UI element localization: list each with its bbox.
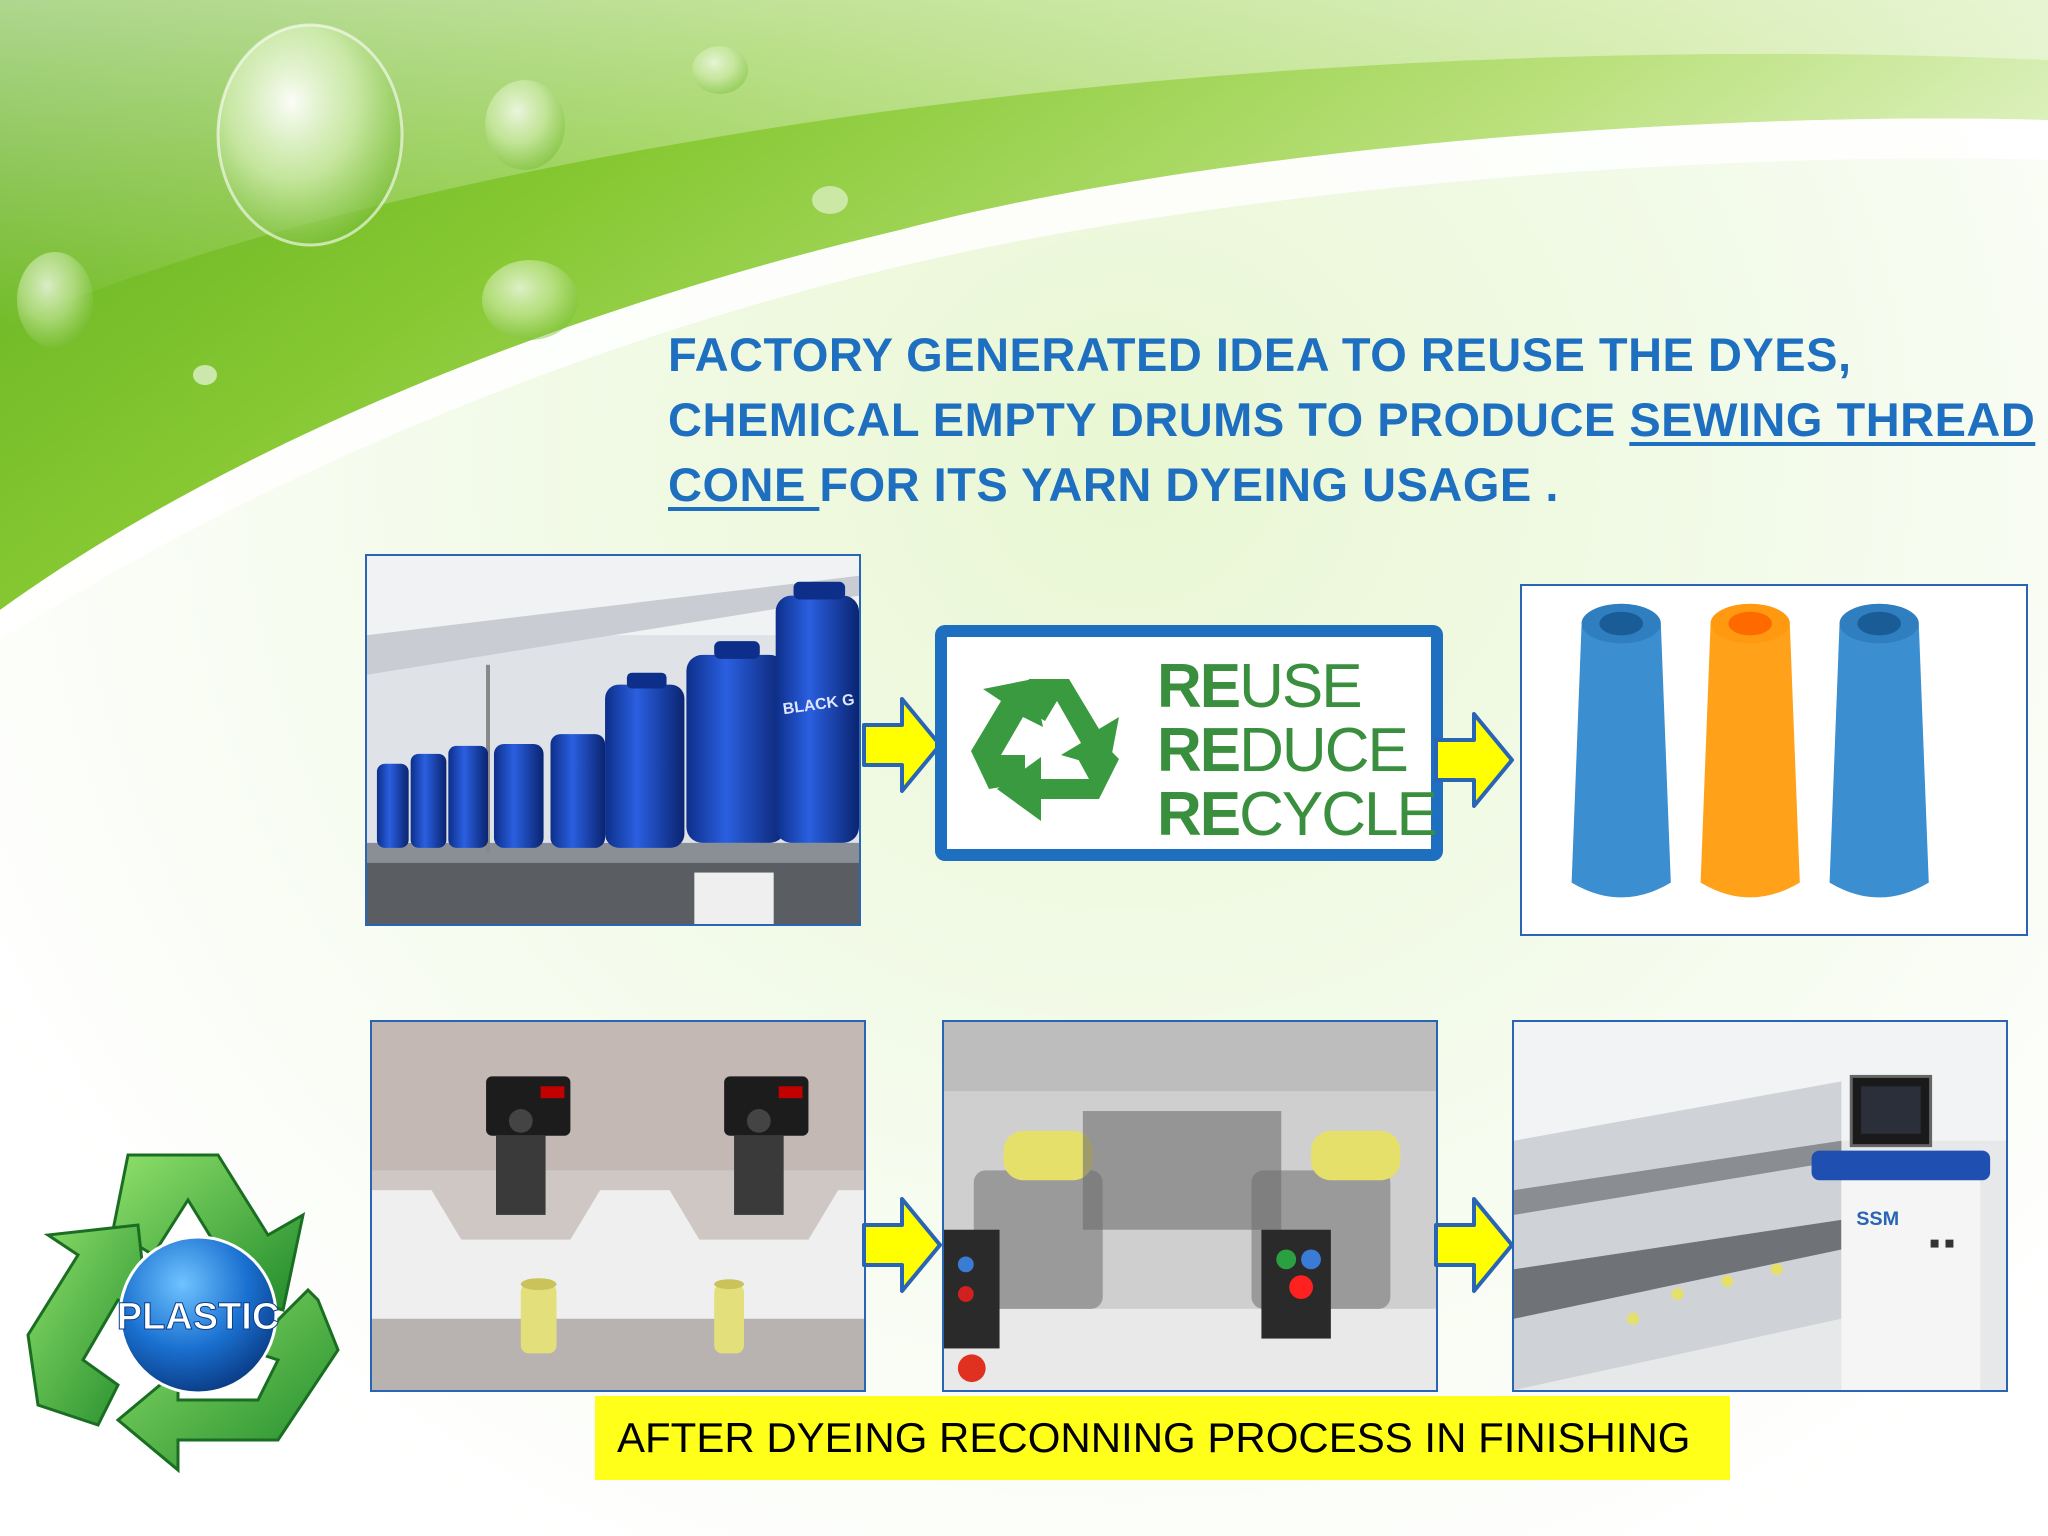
title-line-1: FACTORY GENERATED IDEA TO REUSE THE DYES… — [668, 328, 1852, 381]
reuse-suffix: USE — [1239, 652, 1362, 721]
recycle-line: RECYCLE — [1157, 780, 1438, 849]
reuse-prefix: RE — [1157, 652, 1241, 721]
slide-title: FACTORY GENERATED IDEA TO REUSE THE DYES… — [668, 322, 2038, 517]
ssm-machine-line-photo: SSM — [1512, 1020, 2008, 1392]
leaf-background — [0, 0, 2048, 640]
title-line-3-text: FOR ITS YARN DYEING USAGE . — [819, 458, 1559, 511]
sewing-thread-cones-photo — [1520, 584, 2028, 936]
recycle-suffix: CYCLE — [1239, 780, 1438, 849]
ssm-brand-text: SSM — [1856, 1208, 1899, 1230]
reconning-machine-photo — [942, 1020, 1438, 1392]
chemical-drums-photo: BLACK G — [365, 554, 861, 926]
title-line-2-text: CHEMICAL EMPTY DRUMS TO PRODUCE — [668, 393, 1630, 446]
title-line-2: CHEMICAL EMPTY DRUMS TO PRODUCE SEWING T… — [668, 387, 2038, 452]
right-arrow-icon — [862, 1197, 942, 1293]
reuse-reduce-recycle-panel: REUSE REDUCE RECYCLE — [935, 625, 1443, 861]
reduce-prefix: RE — [1157, 716, 1241, 785]
plastic-recycle-logo: PLASTIC — [18, 1135, 378, 1495]
recycle-arrows-icon — [971, 679, 1119, 821]
process-caption: AFTER DYEING RECONNING PROCESS IN FINISH… — [595, 1396, 1730, 1480]
title-underlined-cone: CONE — [668, 458, 820, 511]
winding-heads-photo — [370, 1020, 866, 1392]
right-arrow-icon — [1434, 1197, 1514, 1293]
right-arrow-icon — [862, 697, 942, 793]
recycle-prefix: RE — [1157, 780, 1241, 849]
title-line-3: CONE FOR ITS YARN DYEING USAGE . — [668, 452, 2038, 517]
reduce-line: REDUCE — [1157, 719, 1436, 783]
plastic-label: PLASTIC — [117, 1296, 280, 1338]
right-arrow-icon — [1434, 712, 1514, 808]
reuse-line: REUSE — [1157, 655, 1436, 719]
reduce-suffix: DUCE — [1239, 716, 1409, 785]
title-underlined-sewing-thread: SEWING THREAD — [1629, 393, 2036, 446]
reuse-text-block: REUSE REDUCE RECYCLE — [1157, 655, 1438, 849]
